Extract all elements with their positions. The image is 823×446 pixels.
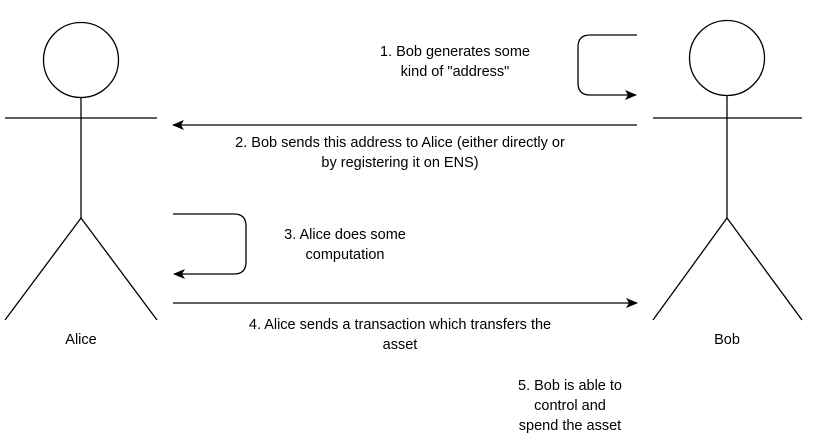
step-1-label: 1. Bob generates some kind of "address"	[345, 42, 565, 82]
step-3-line-1: 3. Alice does some	[284, 227, 406, 243]
step-2-line-2: by registering it on ENS)	[321, 155, 479, 171]
step-5-line-1: 5. Bob is able to	[518, 378, 622, 394]
step-5-label: 5. Bob is able to control and spend the …	[495, 376, 645, 436]
step-4-label: 4. Alice sends a transaction which trans…	[190, 315, 610, 355]
step-4-line-1: 4. Alice sends a transaction which trans…	[248, 317, 552, 333]
step-4-line-2: asset	[382, 337, 418, 353]
step-2-label: 2. Bob sends this address to Alice (eith…	[180, 133, 620, 173]
step-3-line-2: computation	[305, 247, 385, 263]
alice-head	[42, 21, 120, 99]
alice-left-leg	[4, 217, 82, 321]
step-5-line-3: spend the asset	[518, 418, 622, 434]
step-3-self-arrow	[173, 213, 247, 279]
step-1-line-2: kind of "address"	[400, 64, 510, 80]
step-2-line-1: 2. Bob sends this address to Alice (eith…	[235, 135, 565, 151]
bob-head	[688, 19, 766, 97]
step-1-self-arrow	[577, 34, 637, 100]
bob-figure	[652, 19, 803, 321]
alice-right-leg	[80, 217, 158, 321]
step-5-line-2: control and	[534, 398, 606, 414]
bob-left-leg	[652, 217, 728, 321]
step-1-line-1: 1. Bob generates some	[380, 44, 530, 60]
bob-name: Bob	[714, 332, 740, 348]
alice-name: Alice	[65, 332, 97, 348]
step-3-label: 3. Alice does some computation	[255, 225, 435, 265]
bob-right-leg	[726, 217, 803, 321]
alice-figure	[4, 21, 158, 321]
